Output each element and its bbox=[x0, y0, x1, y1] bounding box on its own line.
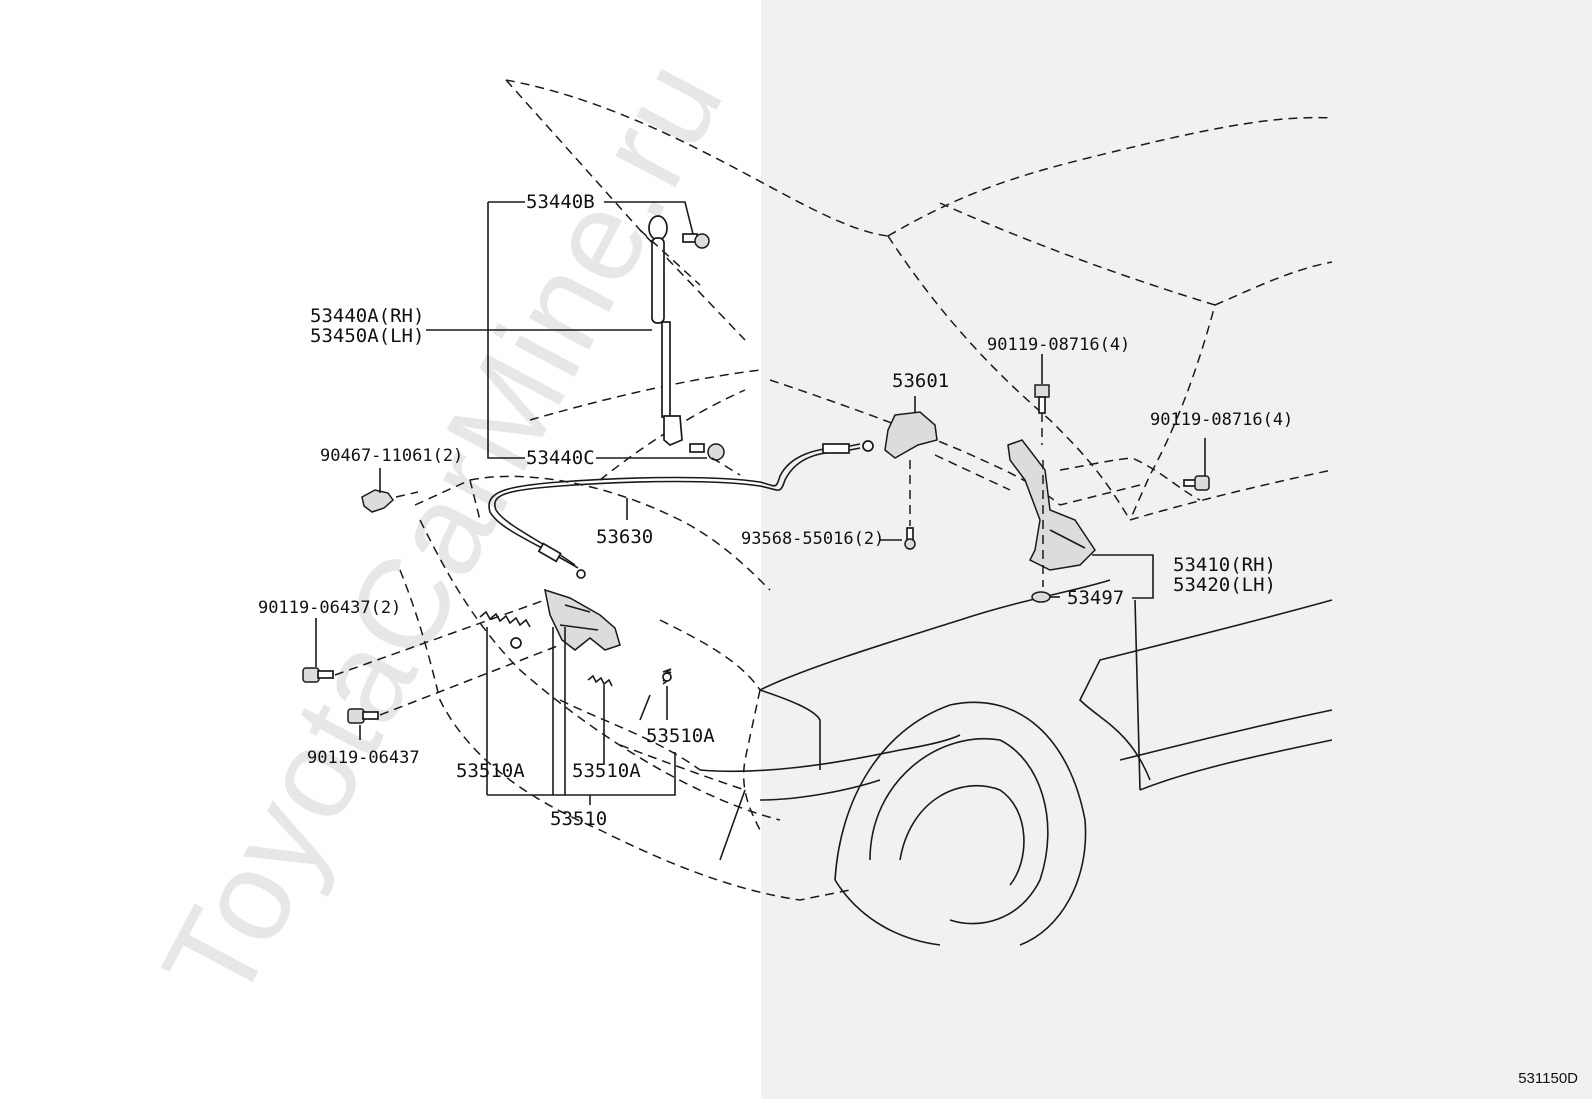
spring-left bbox=[479, 610, 531, 649]
wheel-arch bbox=[834, 701, 1087, 946]
label-53450A-lh: 53450A(LH) bbox=[310, 325, 425, 347]
label-53440B: 53440B bbox=[526, 191, 595, 213]
strut-upper-bolt bbox=[682, 233, 710, 249]
release-cable bbox=[494, 447, 861, 566]
label-93568-55016: 93568-55016(2) bbox=[741, 529, 885, 549]
shaded-panel bbox=[761, 0, 1592, 1099]
front-bumper bbox=[399, 569, 851, 901]
spring-right bbox=[662, 668, 672, 685]
label-90467-11061: 90467-11061(2) bbox=[320, 446, 464, 466]
lock-bolt-lower bbox=[347, 708, 379, 724]
strut-lower-bolt bbox=[689, 443, 725, 461]
label-53630: 53630 bbox=[596, 526, 654, 548]
hinge-washer bbox=[1031, 591, 1051, 603]
cable-clip bbox=[361, 489, 395, 513]
label-90119-06437: 90119-06437 bbox=[307, 748, 420, 768]
hinge-bolt-side bbox=[1183, 475, 1210, 491]
label-53440A-rh: 53440A(RH) bbox=[310, 305, 425, 327]
diagram-code: 531150D bbox=[1518, 1070, 1578, 1087]
lock-bolt-upper bbox=[302, 667, 334, 683]
bracket-screw bbox=[904, 527, 916, 550]
label-53510A-left: 53510A bbox=[456, 760, 525, 782]
label-53510A-right: 53510A bbox=[646, 725, 715, 747]
hood-lock bbox=[544, 588, 621, 651]
label-90119-06437-2: 90119-06437(2) bbox=[258, 598, 402, 618]
label-53497: 53497 bbox=[1067, 587, 1125, 609]
label-53440C: 53440C bbox=[526, 447, 595, 469]
label-53510A-middle: 53510A bbox=[572, 760, 641, 782]
label-90119-08716-upper: 90119-08716(4) bbox=[987, 335, 1131, 355]
hood-hinge bbox=[1007, 439, 1096, 571]
label-53510: 53510 bbox=[550, 808, 608, 830]
label-53410-rh: 53410(RH) bbox=[1173, 554, 1276, 576]
tire bbox=[869, 738, 1049, 925]
spring-middle bbox=[587, 674, 613, 687]
label-53601: 53601 bbox=[892, 370, 950, 392]
hood-lock-release-bracket bbox=[884, 411, 938, 459]
car-body bbox=[1079, 599, 1333, 781]
label-90119-08716-side: 90119-08716(4) bbox=[1150, 410, 1294, 430]
label-53420-lh: 53420(LH) bbox=[1173, 574, 1276, 596]
hood-support-strut bbox=[648, 215, 683, 446]
